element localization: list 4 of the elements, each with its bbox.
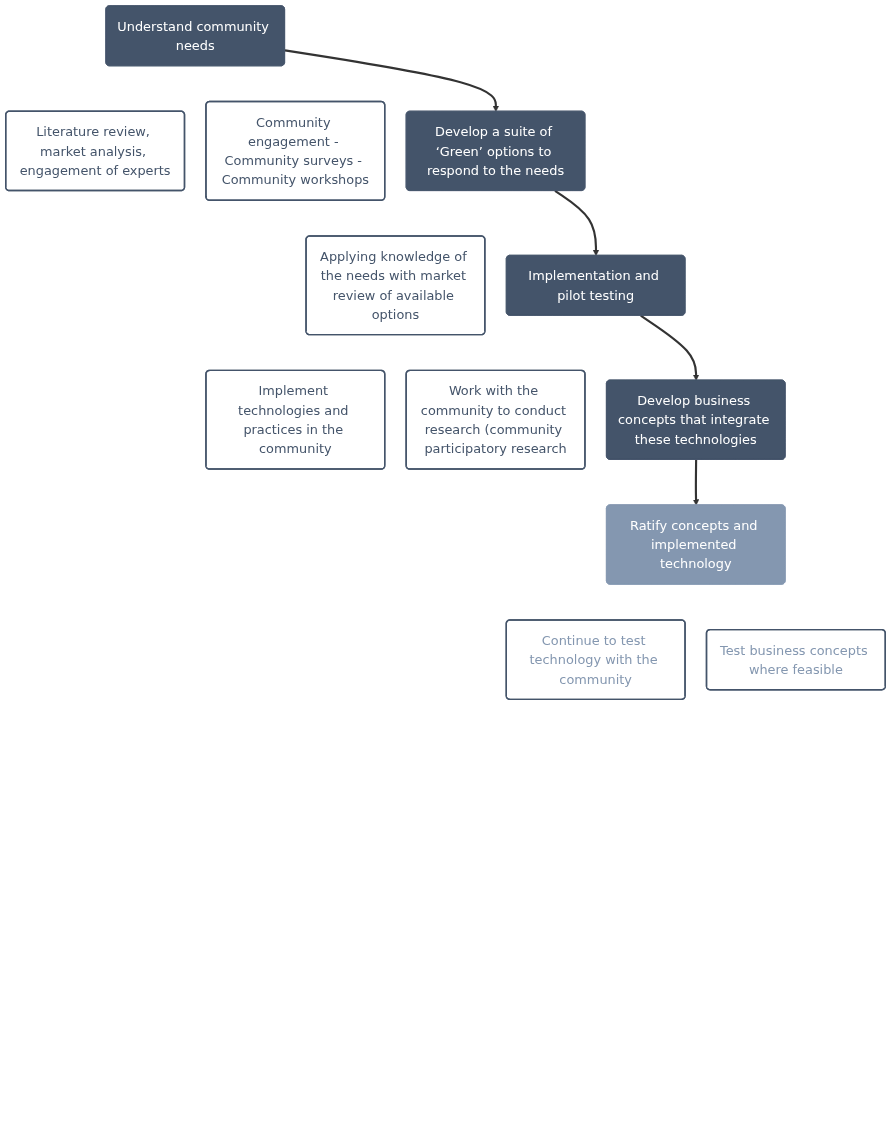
arrow	[554, 190, 600, 256]
arrow	[640, 314, 700, 381]
arrow	[692, 459, 700, 506]
arrow	[284, 49, 499, 112]
